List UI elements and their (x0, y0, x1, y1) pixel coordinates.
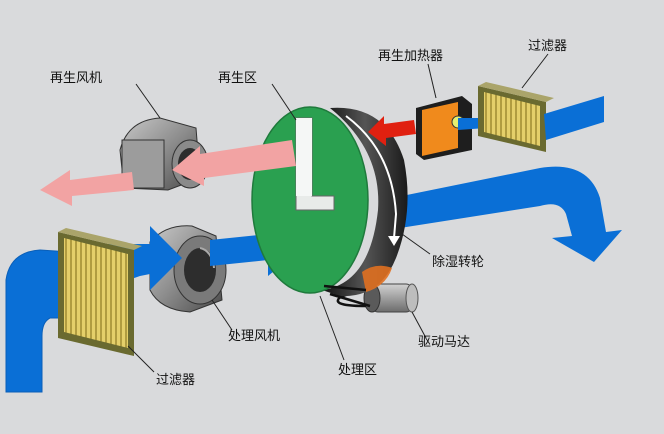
leader-regen-fan (135, 83, 161, 119)
label-regen-fan: 再生风机 (50, 71, 102, 86)
label-regen-heater: 再生加热器 (378, 49, 443, 64)
leader-desiccant-wheel (401, 233, 431, 255)
leader-lines (127, 53, 549, 373)
label-filter-top: 过滤器 (528, 39, 567, 54)
process-air-outlet-arrow (392, 166, 622, 262)
leader-filter-top (521, 53, 549, 89)
label-process-zone: 处理区 (338, 363, 377, 378)
leader-regen-heater (427, 63, 437, 99)
leader-drive-motor (411, 311, 427, 339)
regen-air-source-arrow (544, 96, 604, 140)
label-filter-bottom: 过滤器 (156, 373, 195, 388)
leader-filter-bottom (127, 345, 155, 373)
label-drive-motor: 驱动马达 (418, 335, 470, 350)
label-regen-zone: 再生区 (218, 71, 257, 86)
label-desiccant-wheel: 除湿转轮 (432, 255, 484, 270)
process-fan (149, 225, 227, 313)
leader-process-zone (319, 295, 345, 361)
bottom-filter (58, 228, 142, 356)
heated-air-arrow (368, 116, 416, 146)
label-process-fan: 处理风机 (228, 329, 280, 344)
leader-regen-zone (271, 83, 297, 121)
regen-exhaust-outlet-arrow (40, 170, 134, 206)
regen-exhaust-arrow (172, 140, 296, 186)
leader-process-fan (211, 299, 233, 331)
top-filter (478, 82, 554, 152)
